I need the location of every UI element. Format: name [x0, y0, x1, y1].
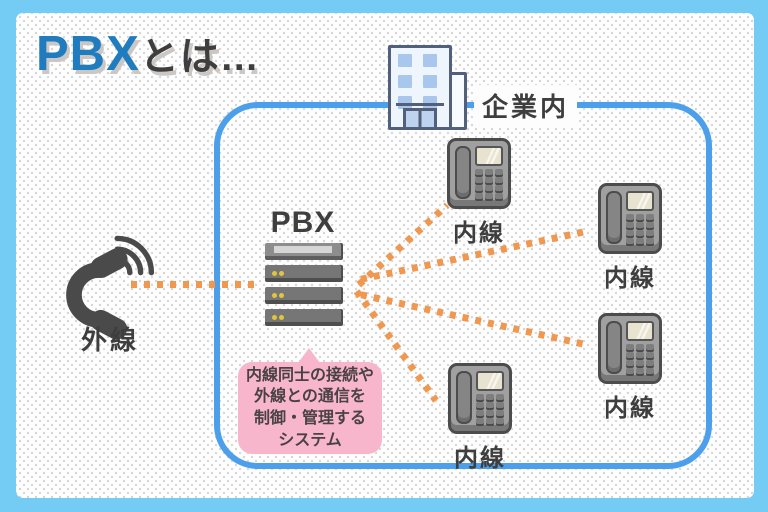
- internal-line-label: 内線: [604, 395, 656, 422]
- led-icon: [272, 315, 277, 320]
- server-unit: [265, 243, 341, 260]
- server-panel: [274, 246, 332, 253]
- phone-keypad: [476, 394, 504, 424]
- title-brand: PBX: [36, 27, 140, 81]
- building-main-tower: [388, 45, 452, 130]
- phone-body: [448, 363, 512, 434]
- server-unit: [265, 287, 341, 304]
- callout-line: 内線同士の接続や: [245, 366, 374, 384]
- office-building-icon: [388, 45, 484, 130]
- phone-keypad: [475, 169, 503, 199]
- title-suffix: とは…: [139, 36, 260, 79]
- phone-body: [598, 313, 662, 384]
- external-phone-group: 外線: [58, 222, 178, 355]
- led-icon: [279, 271, 284, 276]
- callout-line: 外線との通信を: [254, 388, 366, 406]
- led-icon: [272, 271, 277, 276]
- building-lintel: [396, 103, 444, 106]
- phone-handset: [606, 191, 622, 244]
- internal-phone-icon: 内線: [598, 313, 662, 423]
- phone-body: [598, 183, 662, 254]
- phone-handset: [606, 321, 622, 374]
- internal-line-label: 内線: [454, 445, 506, 472]
- callout-line: 制御・管理する: [253, 410, 366, 427]
- dotted-line-external-to-pbx: [130, 281, 256, 288]
- internal-phone-icon: 内線: [447, 138, 511, 248]
- phone-screen: [475, 146, 503, 166]
- phone-screen: [626, 191, 654, 211]
- phone-handset: [456, 371, 472, 424]
- phone-screen: [626, 321, 654, 341]
- building-windows: [398, 54, 437, 109]
- phone-body: [447, 138, 511, 209]
- internal-phone-icon: 内線: [598, 183, 662, 293]
- company-label: 企業内: [474, 85, 578, 126]
- phone-screen: [476, 371, 504, 391]
- internal-line-label: 内線: [453, 220, 505, 247]
- led-icon: [272, 293, 277, 298]
- pbx-label: PBX: [270, 206, 336, 239]
- led-icon: [279, 293, 284, 298]
- server-unit: [265, 265, 341, 282]
- phone-handset: [455, 146, 471, 199]
- led-icon: [279, 315, 284, 320]
- external-line-label: 外線: [80, 325, 139, 355]
- handset-icon: [66, 248, 128, 340]
- internal-phone-icon: 内線: [448, 363, 512, 473]
- internal-line-label: 内線: [604, 265, 656, 292]
- phone-keypad: [626, 344, 654, 374]
- page-title: PBXとは…: [36, 26, 260, 82]
- building-door: [403, 108, 437, 127]
- callout-line: システム: [278, 431, 342, 449]
- server-unit: [265, 309, 341, 326]
- pbx-server-icon: [265, 243, 341, 331]
- phone-keypad: [626, 214, 654, 244]
- pbx-description-callout: 内線同士の接続や 外線との通信を 制御・管理する システム: [238, 348, 382, 454]
